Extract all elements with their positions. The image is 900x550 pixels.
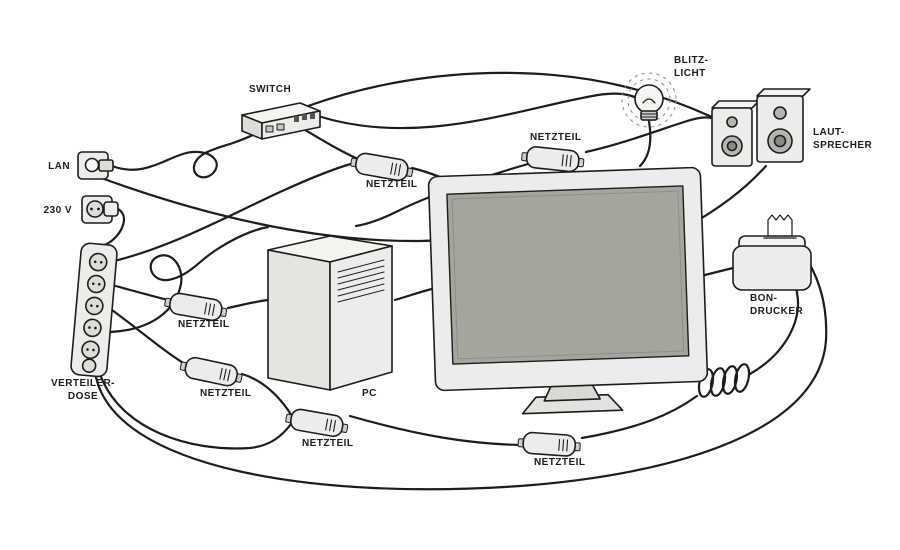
- label-netzteil-3: NETZTEIL: [178, 319, 230, 330]
- speakers: [711, 88, 811, 167]
- flash-light-bulb: [621, 72, 677, 128]
- label-netzteil-2: NETZTEIL: [530, 132, 582, 143]
- label-netzteil-4: NETZTEIL: [200, 388, 252, 399]
- label-netzteil-1: NETZTEIL: [366, 179, 418, 190]
- netzteil-adapter-2: [521, 146, 585, 173]
- wall-outlet-230v: [81, 195, 119, 224]
- label-switch: SWITCH: [249, 84, 292, 95]
- cable-strip-to-netzteil1: [108, 160, 360, 264]
- netzteil-adapter-1: [350, 152, 414, 182]
- cable-switch-to-netzteil1: [298, 125, 360, 161]
- cable-strip-to-netzteil4: [110, 308, 190, 368]
- cable-strip-bottom-to-netzteil5: [98, 372, 293, 450]
- netzteil-adapter-5: [285, 408, 349, 438]
- netzteil-adapter-6: [517, 431, 581, 457]
- label-verteilerdose: VERTEILER- DOSE: [51, 378, 115, 402]
- label-lautsprecher: LAUT- SPRECHER: [813, 127, 873, 151]
- cable-netzteil5-to-netzteil6: [348, 414, 524, 447]
- label-netzteil-6: NETZTEIL: [534, 457, 586, 468]
- cable-switch-to-bulb: [316, 92, 648, 130]
- label-230v: 230 V: [43, 205, 72, 216]
- cable-lan-to-switch: [110, 124, 272, 179]
- wall-outlet-lan: [77, 151, 114, 180]
- cable-bulb-down: [638, 114, 652, 168]
- cable-netzteil4-to-netzteil5: [240, 372, 294, 418]
- cable-netzteil2-to-speakers: [584, 116, 720, 154]
- pc-tower: [267, 235, 393, 391]
- label-pc: PC: [362, 388, 377, 399]
- cable-netzteil6-to-coil: [580, 394, 699, 440]
- cable-top-sweep: [306, 71, 714, 119]
- cable-netzteil3-to-pc: [226, 298, 270, 310]
- network-switch: [241, 102, 321, 140]
- netzteil-adapter-3: [164, 292, 228, 322]
- netzteil-adapter-4: [179, 356, 243, 387]
- label-bondrucker: BON- DRUCKER: [750, 293, 804, 317]
- label-lan: LAN: [48, 161, 70, 172]
- cable-strip-to-netzteil3: [110, 283, 174, 303]
- cable-pc-to-monitor: [393, 286, 438, 302]
- power-strip: [70, 242, 118, 378]
- monitor: [427, 166, 709, 415]
- label-blitzlicht: BLITZ- LICHT: [674, 55, 709, 79]
- label-netzteil-5: NETZTEIL: [302, 438, 354, 449]
- receipt-printer: [732, 214, 812, 291]
